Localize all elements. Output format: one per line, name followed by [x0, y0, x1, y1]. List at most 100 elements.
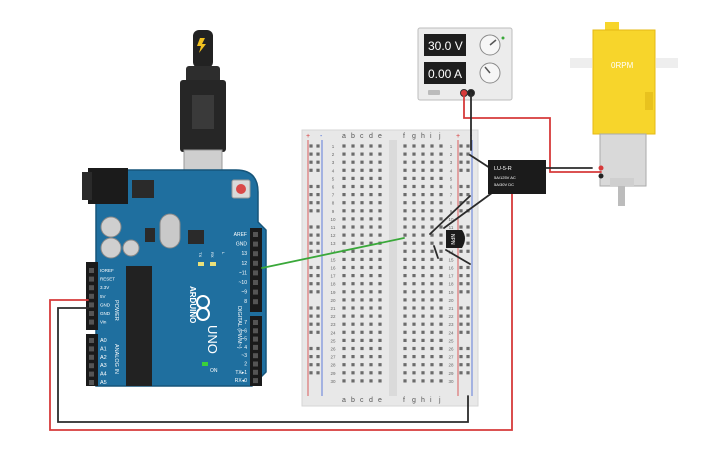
breadboard-hole[interactable]	[412, 193, 416, 197]
header-pin[interactable]	[89, 380, 94, 385]
breadboard-hole[interactable]	[439, 184, 443, 189]
breadboard-hole[interactable]	[351, 346, 355, 351]
breadboard-hole[interactable]	[412, 298, 416, 302]
breadboard-hole[interactable]	[369, 257, 373, 261]
rail-hole[interactable]	[459, 184, 463, 189]
breadboard-hole[interactable]	[342, 338, 346, 342]
breadboard-hole[interactable]	[369, 241, 373, 245]
breadboard-hole[interactable]	[403, 282, 407, 286]
breadboard-hole[interactable]	[403, 209, 407, 213]
breadboard-hole[interactable]	[421, 193, 425, 197]
breadboard-hole[interactable]	[439, 371, 443, 375]
header-pin[interactable]	[89, 338, 94, 343]
breadboard-hole[interactable]	[369, 306, 373, 310]
wire-signal-green[interactable]	[261, 237, 405, 269]
rail-hole[interactable]	[309, 233, 313, 237]
rail-hole[interactable]	[309, 152, 313, 156]
rail-hole[interactable]	[466, 274, 470, 278]
rail-hole[interactable]	[466, 282, 470, 286]
header-pin[interactable]	[253, 361, 258, 367]
breadboard-hole[interactable]	[412, 371, 416, 375]
breadboard-hole[interactable]	[342, 330, 346, 334]
rail-hole[interactable]	[309, 249, 313, 253]
breadboard-hole[interactable]	[378, 225, 382, 229]
breadboard-hole[interactable]	[360, 193, 364, 197]
breadboard-hole[interactable]	[412, 233, 416, 237]
breadboard-hole[interactable]	[369, 322, 373, 326]
breadboard-hole[interactable]	[430, 193, 434, 197]
rail-hole[interactable]	[466, 265, 470, 270]
breadboard-hole[interactable]	[351, 363, 355, 367]
breadboard-hole[interactable]	[412, 257, 416, 261]
breadboard-hole[interactable]	[439, 314, 443, 318]
rail-hole[interactable]	[309, 330, 313, 334]
header-pin[interactable]	[89, 363, 94, 369]
header-pin[interactable]	[253, 299, 258, 305]
breadboard-hole[interactable]	[360, 217, 364, 221]
breadboard-hole[interactable]	[378, 152, 382, 156]
rail-hole[interactable]	[459, 209, 463, 213]
breadboard-hole[interactable]	[342, 233, 346, 237]
breadboard-hole[interactable]	[403, 193, 407, 197]
breadboard-hole[interactable]	[360, 225, 364, 229]
rail-hole[interactable]	[459, 265, 463, 270]
breadboard-hole[interactable]	[369, 144, 373, 148]
breadboard-hole[interactable]	[439, 379, 443, 383]
rail-hole[interactable]	[309, 160, 313, 164]
breadboard-hole[interactable]	[378, 330, 382, 334]
breadboard-hole[interactable]	[360, 168, 364, 172]
rail-hole[interactable]	[466, 225, 470, 229]
breadboard-hole[interactable]	[342, 322, 346, 326]
rail-hole[interactable]	[309, 241, 313, 245]
breadboard-hole[interactable]	[430, 330, 434, 334]
rail-hole[interactable]	[309, 371, 313, 375]
rail-hole[interactable]	[459, 274, 463, 278]
breadboard-hole[interactable]	[403, 355, 407, 359]
breadboard-hole[interactable]	[403, 322, 407, 326]
breadboard-hole[interactable]	[342, 168, 346, 172]
breadboard-hole[interactable]	[378, 298, 382, 302]
rail-hole[interactable]	[316, 371, 320, 375]
breadboard-hole[interactable]	[369, 209, 373, 213]
breadboard-hole[interactable]	[369, 176, 373, 180]
breadboard-hole[interactable]	[439, 346, 443, 351]
rail-hole[interactable]	[466, 355, 470, 359]
breadboard-hole[interactable]	[378, 346, 382, 351]
breadboard-hole[interactable]	[403, 249, 407, 253]
rail-hole[interactable]	[466, 168, 470, 172]
breadboard-hole[interactable]	[342, 193, 346, 197]
breadboard-hole[interactable]	[421, 338, 425, 342]
breadboard-hole[interactable]	[403, 346, 407, 351]
rail-hole[interactable]	[316, 193, 320, 197]
breadboard-hole[interactable]	[360, 355, 364, 359]
breadboard-hole[interactable]	[403, 330, 407, 334]
breadboard-hole[interactable]	[421, 371, 425, 375]
breadboard-hole[interactable]	[403, 274, 407, 278]
header-pin[interactable]	[253, 320, 258, 325]
breadboard-hole[interactable]	[342, 209, 346, 213]
breadboard-hole[interactable]	[421, 249, 425, 253]
rail-hole[interactable]	[459, 160, 463, 164]
breadboard-hole[interactable]	[378, 249, 382, 253]
breadboard-hole[interactable]	[439, 144, 443, 148]
breadboard-hole[interactable]	[351, 160, 355, 164]
breadboard-hole[interactable]	[342, 265, 346, 270]
breadboard-hole[interactable]	[439, 298, 443, 302]
rail-hole[interactable]	[459, 152, 463, 156]
breadboard-hole[interactable]	[360, 346, 364, 351]
breadboard-hole[interactable]	[430, 160, 434, 164]
breadboard-hole[interactable]	[378, 355, 382, 359]
breadboard-hole[interactable]	[378, 363, 382, 367]
breadboard-hole[interactable]	[403, 298, 407, 302]
header-pin[interactable]	[89, 285, 94, 291]
rail-hole[interactable]	[309, 290, 313, 294]
rail-hole[interactable]	[466, 152, 470, 156]
rail-hole[interactable]	[316, 274, 320, 278]
breadboard-hole[interactable]	[369, 371, 373, 375]
rail-hole[interactable]	[459, 322, 463, 326]
breadboard-hole[interactable]	[351, 355, 355, 359]
breadboard-hole[interactable]	[369, 201, 373, 205]
header-pin[interactable]	[253, 241, 258, 247]
breadboard-hole[interactable]	[403, 160, 407, 164]
breadboard-hole[interactable]	[360, 363, 364, 367]
